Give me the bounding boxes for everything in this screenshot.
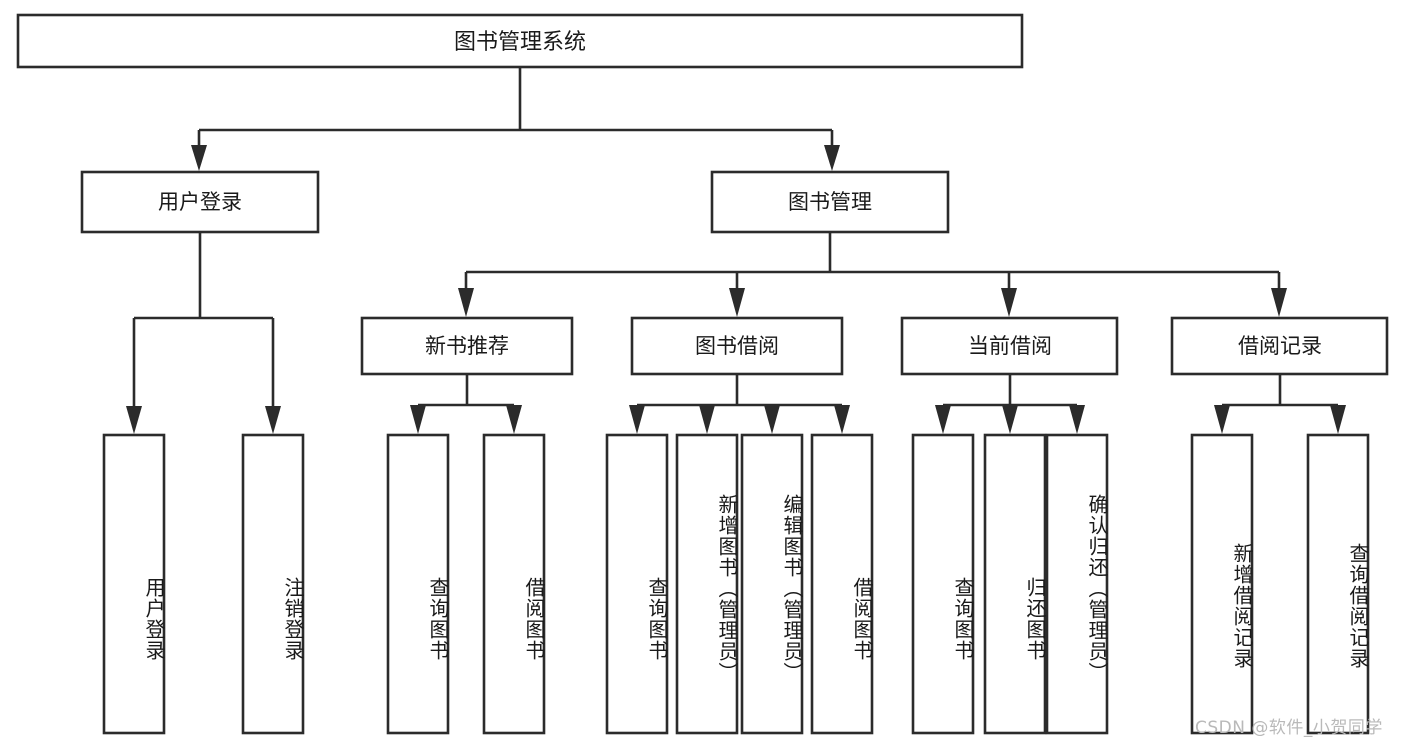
leaf-box-query-borrow-record[interactable] <box>1306 433 1370 735</box>
connector-user-login-to-leaves <box>126 232 281 434</box>
arrow-head-icon <box>935 405 951 434</box>
node-book-management[interactable]: 图书管理 <box>710 170 950 234</box>
connector-root-to-level2 <box>191 67 840 171</box>
leaf-box-borrow-book[interactable] <box>810 433 874 735</box>
leaf-box-query-book-borrow[interactable] <box>605 433 669 735</box>
leaf-box-confirm-return-admin[interactable] <box>1045 433 1109 735</box>
leaf-box-query-book-recommend[interactable] <box>386 433 450 735</box>
node-book-borrow[interactable]: 图书借阅 <box>630 316 844 376</box>
leaf-box-query-book-current[interactable] <box>911 433 975 735</box>
node-new-book-recommend[interactable]: 新书推荐 <box>360 316 574 376</box>
connector-current-borrow-to-leaves <box>935 374 1085 434</box>
leaf-box-add-book-admin[interactable] <box>675 433 739 735</box>
node-root-book-management-system[interactable]: 图书管理系统 <box>16 13 1024 69</box>
arrow-head-icon <box>506 405 522 434</box>
arrow-head-icon <box>699 405 715 434</box>
arrow-head-icon <box>729 288 745 317</box>
arrow-head-icon <box>458 288 474 317</box>
leaf-box-return-book[interactable] <box>983 433 1047 735</box>
leaf-box-user-login[interactable] <box>102 433 166 735</box>
arrow-head-icon <box>1271 288 1287 317</box>
node-label-new-book-recommend: 新书推荐 <box>425 334 509 358</box>
node-borrow-record[interactable]: 借阅记录 <box>1170 316 1389 376</box>
node-label-user-login: 用户登录 <box>158 190 242 214</box>
arrow-head-icon <box>126 406 142 434</box>
connector-borrow-record-to-leaves <box>1214 374 1346 434</box>
leaf-box-edit-book-admin[interactable] <box>740 433 804 735</box>
arrow-head-icon <box>1002 405 1018 434</box>
arrow-head-icon <box>629 405 645 434</box>
leaf-box-add-borrow-record[interactable] <box>1190 433 1254 735</box>
node-label-book-management: 图书管理 <box>788 190 872 214</box>
node-box-new-book-recommend <box>360 316 574 376</box>
node-label-book-borrow: 图书借阅 <box>695 334 779 358</box>
watermark-text: CSDN @软件_小贺同学 <box>1195 718 1383 738</box>
node-label-borrow-record: 借阅记录 <box>1238 334 1322 358</box>
connector-book-management-to-level3 <box>458 232 1287 317</box>
arrow-head-icon <box>1214 405 1230 434</box>
arrow-head-icon <box>1069 405 1085 434</box>
node-box-root <box>16 13 1024 69</box>
arrow-head-icon <box>265 406 281 434</box>
arrow-head-icon <box>834 405 850 434</box>
leaf-box-logout[interactable] <box>241 433 305 735</box>
node-label-current-borrow: 当前借阅 <box>968 334 1052 358</box>
connector-book-borrow-to-leaves <box>629 374 850 434</box>
node-current-borrow[interactable]: 当前借阅 <box>900 316 1119 376</box>
arrow-head-icon <box>1330 405 1346 434</box>
arrow-head-icon <box>191 145 207 171</box>
node-label-root: 图书管理系统 <box>454 30 586 55</box>
node-user-login[interactable]: 用户登录 <box>80 170 320 234</box>
node-box-current-borrow <box>900 316 1119 376</box>
leaf-box-borrow-book-recommend[interactable] <box>482 433 546 735</box>
arrow-head-icon <box>410 405 426 434</box>
arrow-head-icon <box>1001 288 1017 317</box>
arrow-head-icon <box>764 405 780 434</box>
node-box-user-login <box>80 170 320 234</box>
connector-new-book-recommend-to-leaves <box>410 374 522 434</box>
arrow-head-icon <box>824 145 840 171</box>
